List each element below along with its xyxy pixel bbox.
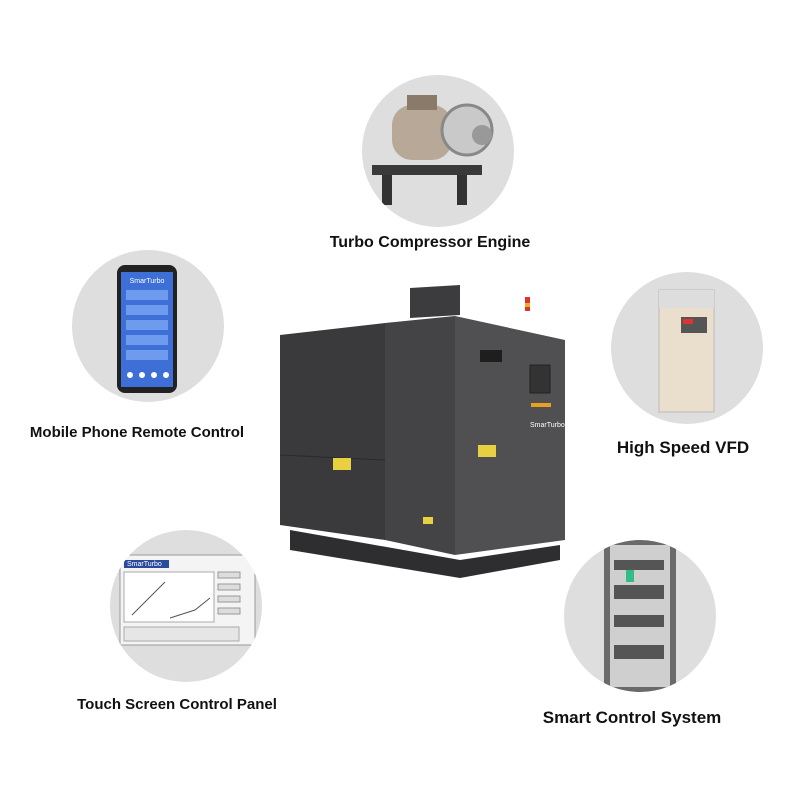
control-cabinet-image bbox=[604, 540, 676, 692]
turbo-compressor-image bbox=[372, 95, 494, 205]
turbo-compressor-circle bbox=[362, 75, 514, 227]
feature-label-turbo-compressor: Turbo Compressor Engine bbox=[329, 234, 531, 251]
touch-screen-image: SmarTurbo bbox=[119, 554, 256, 646]
control-cabinet-circle bbox=[564, 540, 716, 692]
svg-text:SmarTurbo: SmarTurbo bbox=[127, 561, 162, 568]
machine-brand-label: SmarTurbo bbox=[530, 422, 565, 429]
feature-label-mobile-phone: Mobile Phone Remote Control bbox=[29, 424, 245, 441]
vfd-image bbox=[658, 289, 715, 413]
feature-label-control-system: Smart Control System bbox=[542, 708, 722, 727]
signal-light-icon bbox=[525, 297, 530, 311]
svg-text:SmarTurbo: SmarTurbo bbox=[130, 278, 165, 285]
mobile-phone-image: SmarTurbo bbox=[117, 265, 177, 393]
mobile-phone-circle: SmarTurbo bbox=[72, 250, 224, 402]
feature-label-touch-screen: Touch Screen Control Panel bbox=[77, 696, 277, 713]
vfd-circle bbox=[611, 272, 763, 424]
feature-label-vfd: High Speed VFD bbox=[616, 438, 750, 457]
touch-screen-circle: SmarTurbo bbox=[110, 530, 262, 682]
machine-top-housing bbox=[410, 285, 460, 318]
